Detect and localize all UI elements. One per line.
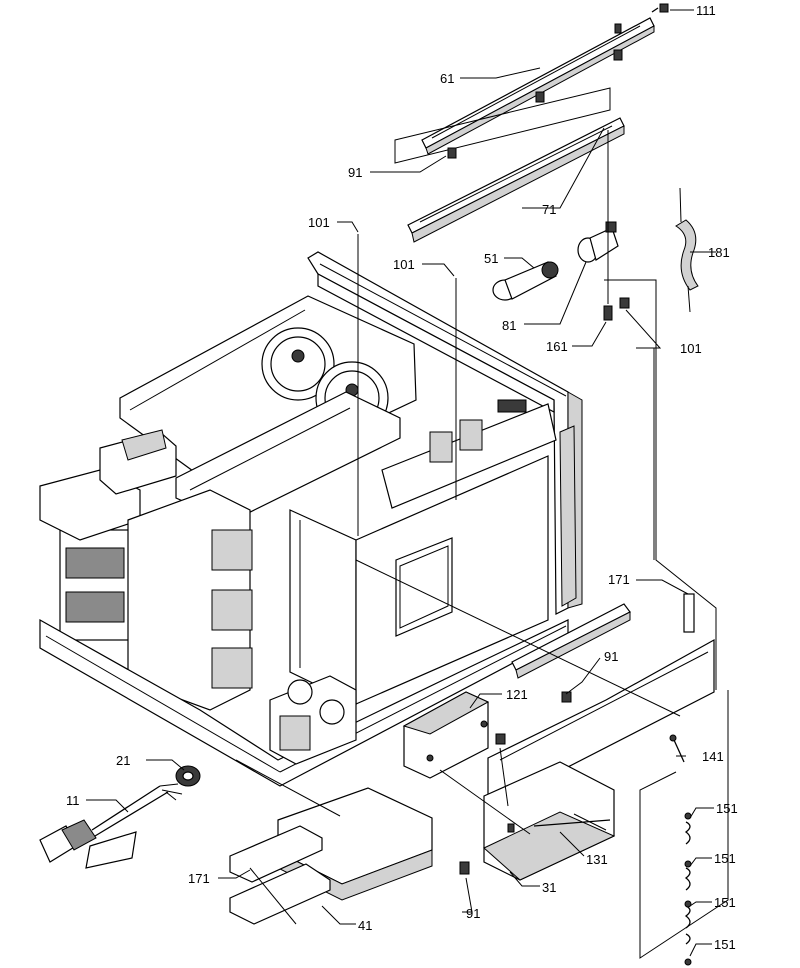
label-121: 121 <box>506 687 528 702</box>
waveguide-cover <box>175 391 401 523</box>
label-171-right: 171 <box>608 572 630 587</box>
label-131: 131 <box>586 852 608 867</box>
label-21: 21 <box>116 753 130 768</box>
part-31-bracket <box>483 761 616 881</box>
part-91-screw-mid <box>495 691 572 745</box>
connector-lines <box>235 234 729 959</box>
part-11-power-cord <box>39 783 183 869</box>
door-frame-right <box>547 425 577 607</box>
label-101-c: 101 <box>680 341 702 356</box>
label-41: 41 <box>358 918 372 933</box>
label-71: 71 <box>542 202 556 217</box>
label-91-mid: 91 <box>604 649 618 664</box>
part-61-top-rail <box>421 17 655 155</box>
part-141-pin <box>669 734 685 763</box>
transformer <box>39 469 141 641</box>
leader-lines <box>86 9 716 957</box>
label-151-d: 151 <box>714 937 736 952</box>
part-111-screw <box>651 3 669 13</box>
label-11: 11 <box>66 793 80 808</box>
part-91-screw-top <box>447 49 623 159</box>
part-151-clips <box>684 812 692 966</box>
part-121-noise-filter <box>402 691 490 779</box>
part-81-socket <box>577 221 619 263</box>
label-51: 51 <box>484 251 498 266</box>
part-171-tab <box>683 593 695 633</box>
part-21-ferrite-core <box>175 765 201 787</box>
part-101-screw-right <box>619 297 630 309</box>
label-141: 141 <box>702 749 724 764</box>
label-151-c: 151 <box>714 895 736 910</box>
frame-outline-top <box>394 87 611 164</box>
fan-motor <box>269 675 357 765</box>
part-131-pin <box>533 813 611 831</box>
control-board <box>381 399 557 509</box>
label-81: 81 <box>502 318 516 333</box>
motor-unit <box>99 429 177 495</box>
label-91-bottom: 91 <box>466 906 480 921</box>
part-41-base-tray <box>229 787 433 925</box>
part-91-screw-bottom <box>459 861 470 875</box>
oven-cavity <box>289 455 549 705</box>
label-111: 111 <box>696 3 716 18</box>
label-151-b: 151 <box>714 851 736 866</box>
label-171-left: 171 <box>188 871 210 886</box>
label-151-a: 151 <box>716 801 738 816</box>
cabinet-top-panel <box>119 295 417 493</box>
part-51-lamp <box>492 261 559 301</box>
part-labels: 111 61 91 71 101 101 51 181 81 161 101 1… <box>66 3 738 952</box>
label-91-top: 91 <box>348 165 362 180</box>
label-101-b: 101 <box>393 257 415 272</box>
label-31: 31 <box>542 880 556 895</box>
part-161-screw <box>603 130 613 321</box>
switch-bracket <box>127 489 253 711</box>
part-71-front-rail <box>407 117 625 243</box>
part-181-hose <box>675 187 699 313</box>
label-101-a: 101 <box>308 215 330 230</box>
label-161: 161 <box>546 339 568 354</box>
part-171-right-bar <box>511 603 631 679</box>
label-61: 61 <box>440 71 454 86</box>
label-181: 181 <box>708 245 730 260</box>
